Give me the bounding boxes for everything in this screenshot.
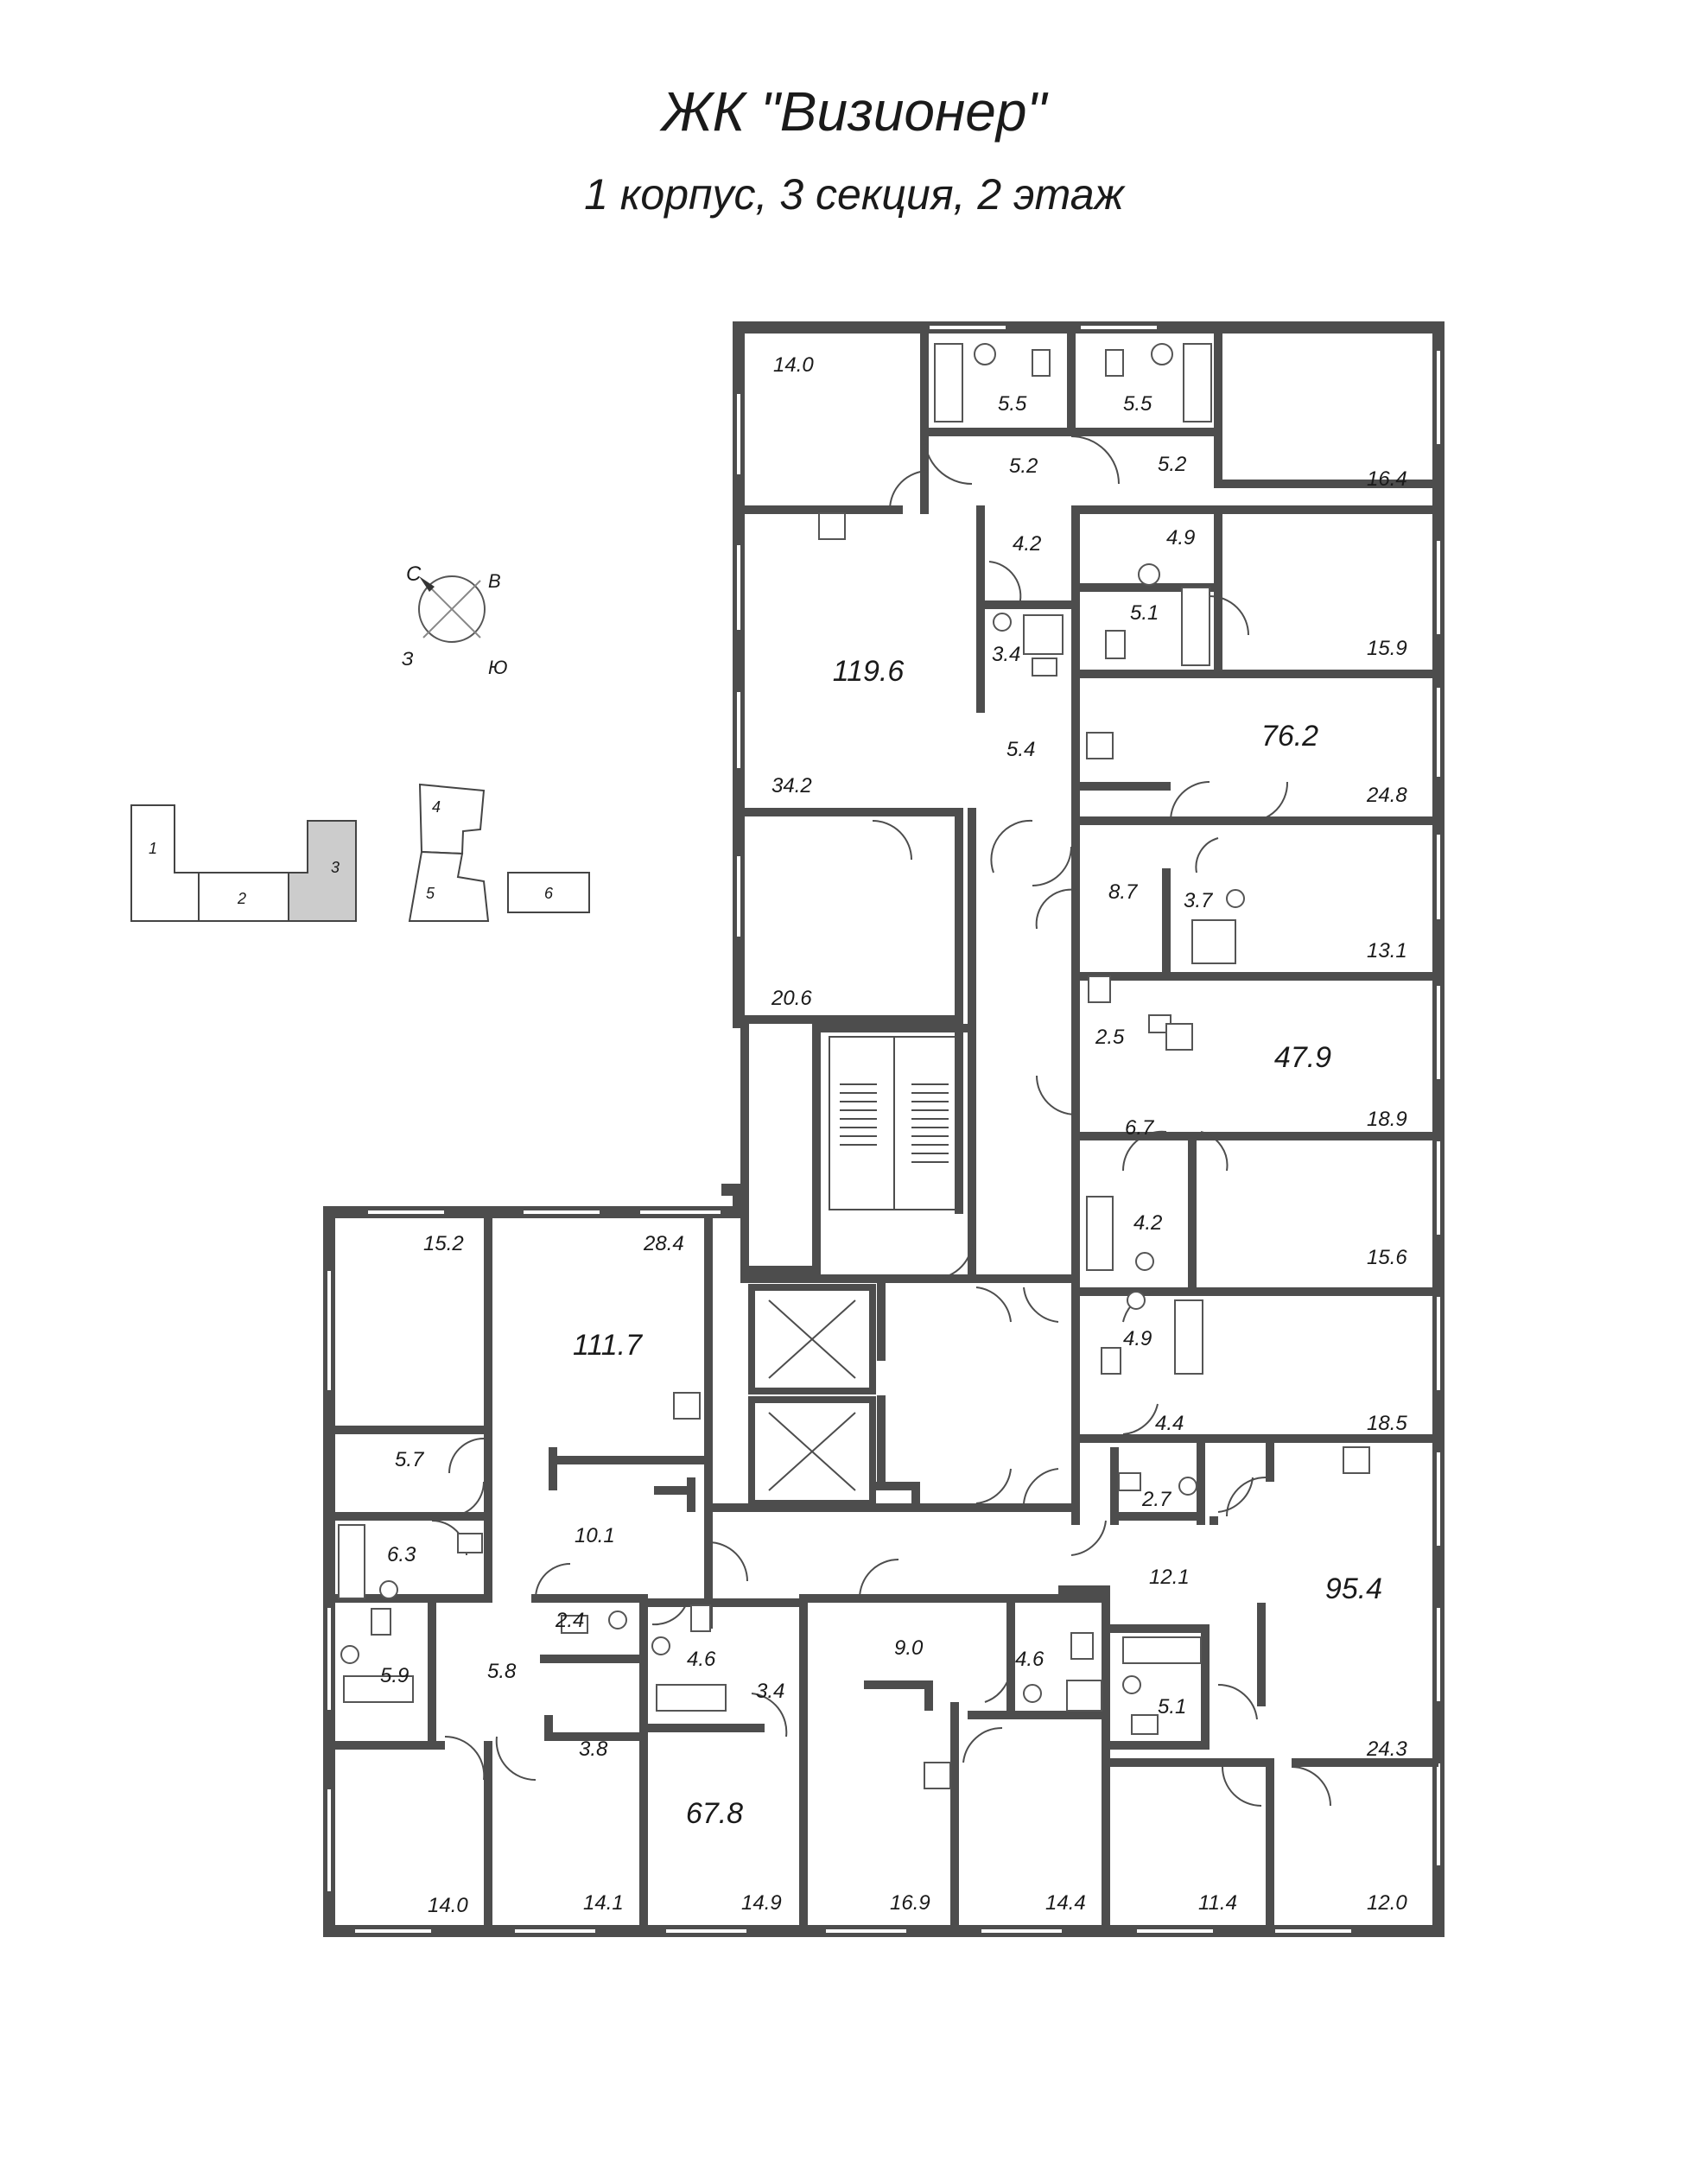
room-area: 5.8 [487,1660,517,1683]
room-area: 2.7 [1141,1488,1172,1511]
room-area: 18.9 [1367,1108,1407,1131]
interior-walls [331,329,1438,1931]
apartment-area-6: 95.4 [1325,1572,1382,1605]
compass-west-label: З [402,648,414,670]
room-area: 11.4 [1198,1891,1237,1915]
room-area: 15.6 [1367,1246,1407,1269]
room-area: 5.1 [1158,1695,1186,1718]
staircase [829,1036,960,1210]
key-plan-label-6: 6 [544,885,554,902]
room-area: 13.1 [1367,939,1407,962]
windows [326,324,1442,1934]
apartment-area-1: 119.6 [833,655,905,688]
key-plan-label-4: 4 [432,798,441,816]
room-area: 5.5 [1123,392,1152,416]
room-area: 6.3 [387,1543,416,1566]
room-area: 15.9 [1367,637,1407,660]
room-area: 4.9 [1123,1327,1152,1350]
room-area: 4.6 [1015,1648,1044,1671]
room-area: 4.4 [1155,1412,1184,1435]
room-area: 5.9 [380,1664,409,1687]
apartment-area-3: 47.9 [1274,1041,1331,1074]
room-area: 5.1 [1130,601,1159,625]
room-area: 18.5 [1367,1412,1407,1435]
room-area: 16.4 [1367,467,1407,491]
room-area: 3.8 [579,1738,608,1761]
room-area: 14.0 [428,1894,468,1917]
room-areas: 14.0 5.5 5.5 5.2 5.2 16.4 4.2 4.9 5.1 3.… [380,353,1407,1917]
exterior-walls [323,321,1444,1937]
room-area: 2.5 [1095,1026,1125,1049]
apartment-totals: 119.6 76.2 47.9 111.7 67.8 95.4 [573,655,1382,1830]
room-area: 3.4 [756,1680,784,1703]
room-area: 20.6 [771,987,812,1010]
room-area: 4.6 [687,1648,716,1671]
key-plan-section-3-highlight [288,820,357,922]
compass-rose-icon: С В З Ю [402,562,508,678]
room-area: 14.4 [1045,1891,1086,1915]
key-plan-label-3: 3 [331,859,340,876]
compass-north-label: С [406,562,422,586]
room-area: 12.0 [1367,1891,1407,1915]
apartment-area-2: 76.2 [1261,720,1318,753]
room-area: 8.7 [1108,880,1139,904]
room-area: 2.4 [555,1609,584,1632]
sanitary-fixtures [338,343,1245,1735]
key-plan-label-1: 1 [149,840,157,857]
key-plan: 1 2 3 4 5 6 [130,783,590,922]
room-area: 10.1 [575,1524,615,1547]
apartment-area-5: 67.8 [686,1797,743,1830]
room-area: 5.2 [1158,453,1186,476]
room-area: 3.7 [1184,889,1214,912]
room-area: 4.2 [1013,532,1041,556]
room-area: 24.3 [1366,1738,1407,1761]
room-area: 5.5 [998,392,1027,416]
room-area: 16.9 [890,1891,930,1915]
room-area: 14.0 [773,353,814,377]
compass-east-label: В [488,570,501,592]
room-area: 9.0 [894,1636,924,1660]
room-area: 5.2 [1009,454,1038,478]
room-area: 14.9 [741,1891,782,1915]
key-plan-label-5: 5 [426,885,435,902]
room-area: 14.1 [583,1891,624,1915]
key-plan-label-2: 2 [237,890,246,907]
room-area: 4.9 [1166,526,1195,550]
stove-icons [673,512,1370,1789]
floor-subtitle: 1 корпус, 3 секция, 2 этаж [584,170,1124,219]
doors [431,435,1331,1807]
room-area: 3.4 [992,643,1020,666]
complex-title: ЖК "Визионер" [661,80,1047,143]
compass-south-label: Ю [488,657,508,678]
room-area: 12.1 [1149,1566,1190,1589]
room-area: 15.2 [423,1232,464,1255]
room-area: 5.4 [1006,738,1035,761]
room-area: 28.4 [643,1232,684,1255]
room-area: 5.7 [395,1448,425,1471]
room-area: 34.2 [771,774,812,797]
apartment-area-4: 111.7 [573,1329,643,1362]
room-area: 24.8 [1366,784,1407,807]
room-area: 6.7 [1125,1116,1155,1140]
room-area: 4.2 [1133,1211,1162,1235]
